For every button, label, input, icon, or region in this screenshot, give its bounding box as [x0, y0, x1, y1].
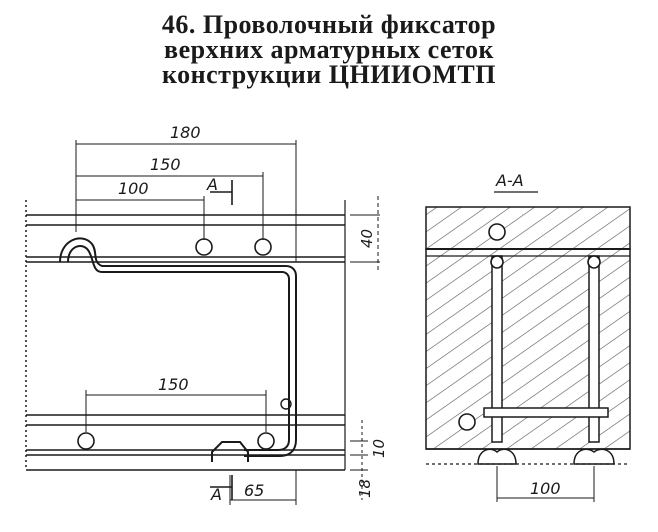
dimension-10-18: [350, 420, 368, 500]
dim-65-label: 65: [244, 481, 264, 500]
section-view: А-А 100: [425, 171, 631, 502]
dimension-100-section: [496, 466, 595, 502]
caption-line-1: 46. Проволочный фиксатор: [161, 10, 497, 39]
section-bar-top: [488, 223, 506, 241]
wire-fixator: [59, 237, 297, 462]
fixator-feet: [477, 448, 615, 465]
section-mark-a-bottom-label: А: [210, 485, 222, 504]
lower-bar-section-1: [77, 432, 95, 450]
upper-bar-section-2: [254, 238, 272, 256]
dimension-65: [229, 470, 297, 505]
lower-bar-section-2: [257, 432, 275, 450]
caption-line-3: конструкции ЦНИИОМТП: [161, 60, 496, 89]
caption-line-2: верхних арматурных сеток: [164, 35, 494, 64]
dimension-150-bottom: [85, 390, 267, 432]
dim-100-top-label: 100: [118, 179, 149, 198]
dimension-lines-top: [75, 140, 297, 262]
concrete-top-layer: [425, 206, 631, 250]
dim-150-top-label: 150: [150, 155, 181, 174]
dim-10-label: 10: [370, 439, 388, 458]
section-mark-a-top-label: А: [206, 175, 218, 194]
section-mark-top: [210, 180, 233, 205]
section-bar-left-mid: [490, 255, 504, 269]
section-bar-lower-left: [458, 413, 476, 431]
dim-180-label: 180: [170, 123, 201, 142]
front-view: [25, 140, 380, 505]
upper-mesh-bars: [26, 214, 345, 263]
fixator-crossbar: [483, 407, 609, 418]
section-bar-right-mid: [587, 255, 601, 269]
dim-100-section-label: 100: [530, 479, 561, 498]
dim-18-label: 18: [356, 479, 374, 498]
figure-caption: 46. Проволочный фиксатор верхних арматур…: [0, 10, 658, 89]
dimension-40: [350, 196, 380, 270]
section-mark-bottom: [210, 475, 233, 500]
bar-section-small: [280, 398, 292, 410]
section-title: А-А: [495, 171, 524, 190]
lower-mesh-bars: [26, 414, 345, 456]
dim-40-label: 40: [358, 229, 376, 248]
dim-150-bottom-label: 150: [158, 375, 189, 394]
upper-bar-section-1: [195, 238, 213, 256]
